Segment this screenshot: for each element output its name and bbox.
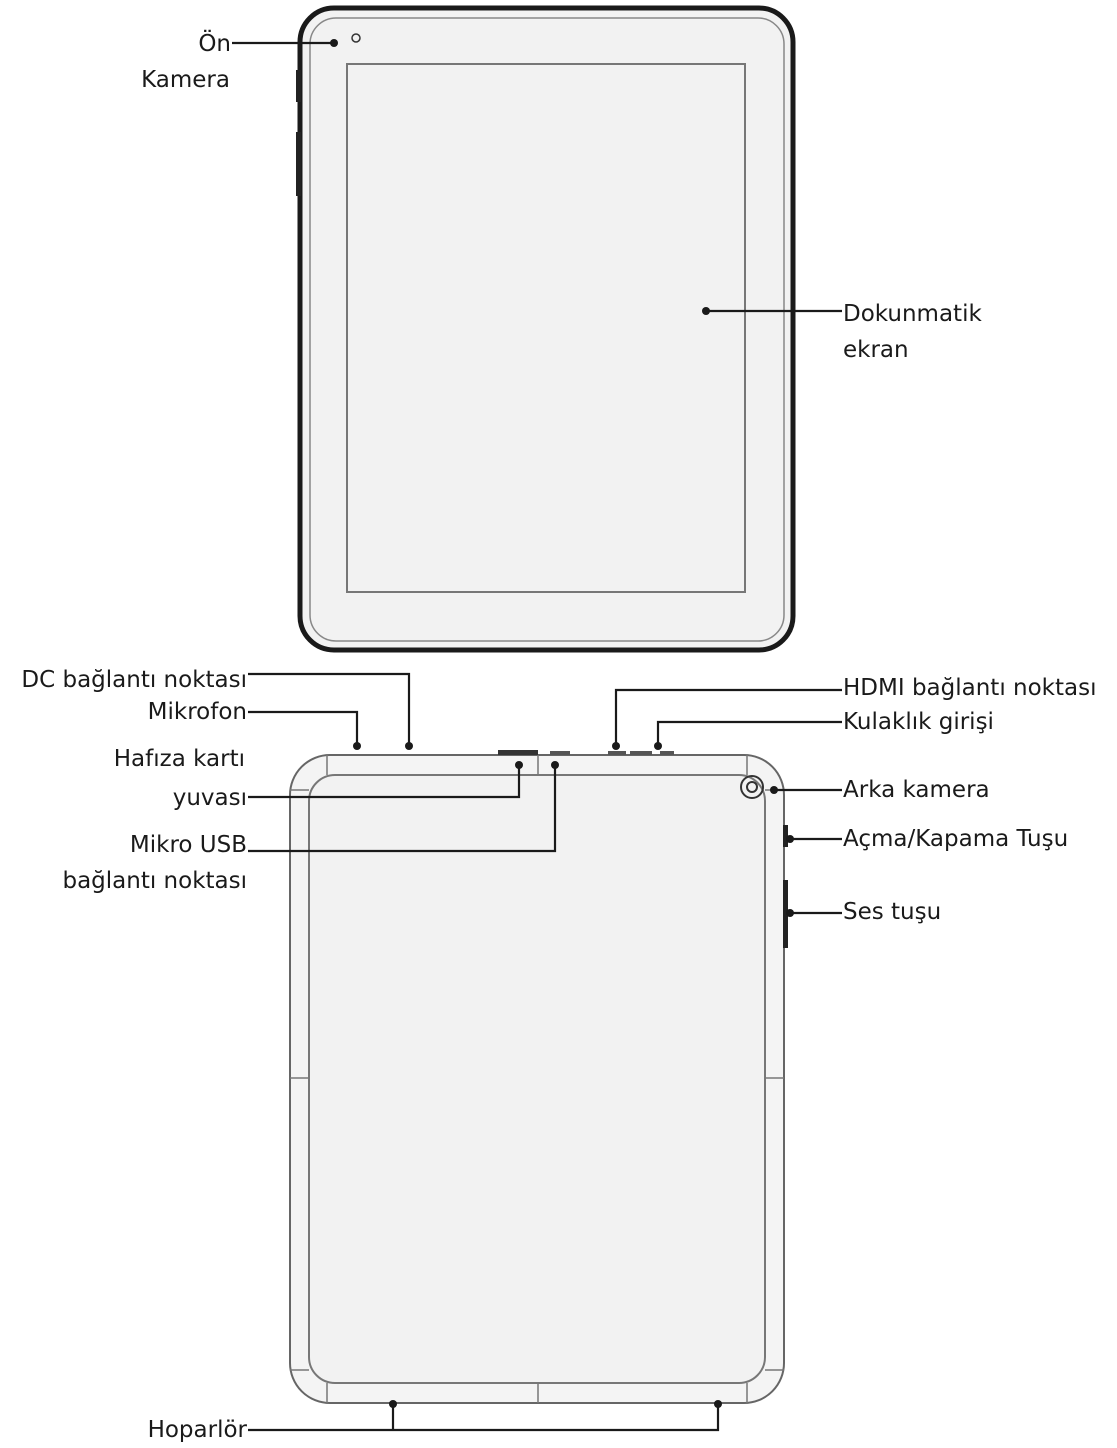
- label-touch-screen-2: ekran: [843, 337, 909, 363]
- label-touch-screen-1: Dokunmatik: [843, 301, 982, 327]
- label-micro-usb-2: bağlantı noktası: [62, 868, 247, 894]
- label-front-camera-1: Ön: [198, 31, 231, 57]
- rear-camera-icon: [740, 775, 764, 799]
- label-memory-card-2: yuvası: [172, 785, 247, 811]
- touch-screen: [346, 63, 746, 593]
- volume-button: [783, 880, 788, 948]
- label-power-button: Açma/Kapama Tuşu: [843, 826, 1069, 852]
- label-micro-usb-1: Mikro USB: [129, 832, 247, 858]
- label-headphone-jack: Kulaklık girişi: [843, 709, 994, 735]
- label-speaker: Hoparlör: [147, 1417, 247, 1443]
- label-rear-camera: Arka kamera: [843, 777, 990, 803]
- power-button: [783, 825, 788, 847]
- callout-dots: [330, 39, 794, 1408]
- label-microphone: Mikrofon: [147, 699, 247, 725]
- label-front-camera-2: Kamera: [141, 67, 230, 93]
- label-hdmi-port: HDMI bağlantı noktası: [843, 675, 1097, 701]
- label-volume-button: Ses tuşu: [843, 899, 942, 925]
- front-camera-icon: [351, 33, 361, 43]
- tablet-back: [289, 750, 788, 1404]
- tablet-front: [296, 5, 796, 653]
- label-dc-port: DC bağlantı noktası: [21, 667, 247, 693]
- callout-lines: [232, 41, 842, 1432]
- label-memory-card-1: Hafıza kartı: [113, 746, 245, 772]
